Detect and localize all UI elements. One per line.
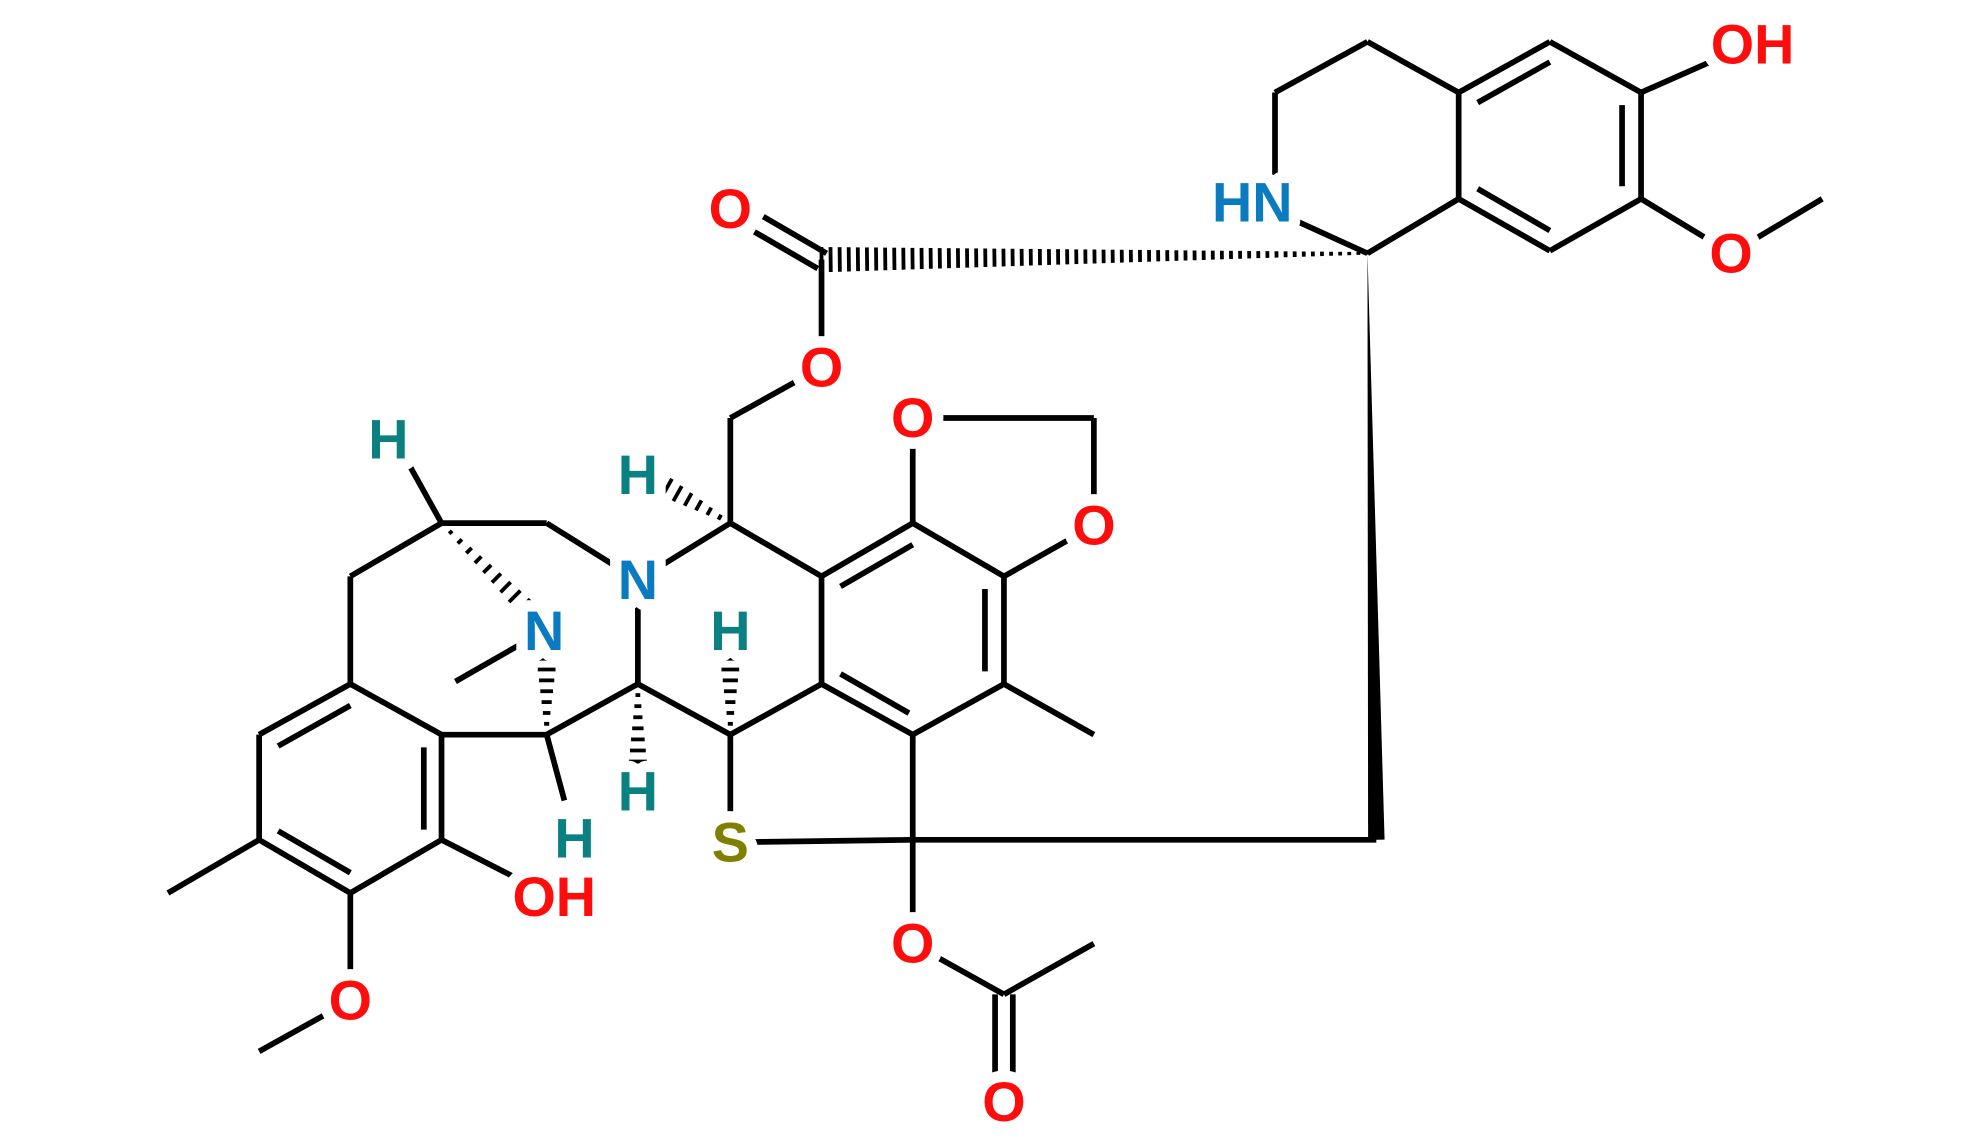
atom-o-methoxy: O xyxy=(1709,222,1752,284)
bond xyxy=(1457,39,1552,95)
bond xyxy=(257,998,352,1054)
atom-o-carbonyl: O xyxy=(709,178,752,240)
bond xyxy=(166,837,261,896)
hashed-bond-line xyxy=(694,499,704,512)
hashed-bond-line xyxy=(660,477,674,498)
bond xyxy=(728,520,823,579)
bond xyxy=(636,520,732,583)
atom-hydroxyl: OH xyxy=(512,866,596,928)
bond xyxy=(636,681,732,738)
bond xyxy=(1476,186,1552,233)
bond xyxy=(348,681,443,738)
atom-n: N xyxy=(618,549,658,611)
atom-o-dioxole: O xyxy=(1072,495,1115,557)
atom-o-ester: O xyxy=(800,336,843,398)
atom-o-methoxy: O xyxy=(329,970,372,1032)
atom-h: H xyxy=(618,761,658,823)
hashed-bond-line xyxy=(705,506,713,516)
atom-nh: HN xyxy=(1212,172,1292,234)
atom-o-dioxole: O xyxy=(891,387,934,449)
bond xyxy=(1729,196,1824,256)
bond xyxy=(1273,39,1369,95)
bond xyxy=(1457,196,1552,254)
bond xyxy=(348,837,443,896)
atom-o-acetate-carbonyl: O xyxy=(982,1071,1025,1133)
bond xyxy=(1548,196,1643,254)
bond xyxy=(728,364,823,421)
wedge-bond xyxy=(1367,253,1385,840)
bond xyxy=(911,520,1006,579)
bond xyxy=(1002,941,1096,997)
bond xyxy=(1476,59,1552,106)
hashed-bond-line xyxy=(728,521,733,526)
bond xyxy=(1548,39,1643,95)
bond xyxy=(276,703,352,749)
atom-sulfur: S xyxy=(712,811,749,873)
bond xyxy=(730,836,913,846)
bond xyxy=(1366,196,1461,256)
hashed-bond-line xyxy=(490,572,503,584)
bond xyxy=(761,214,829,256)
hashed-bond-line xyxy=(682,492,694,507)
bond xyxy=(752,229,820,271)
bond xyxy=(839,542,915,589)
hashed-bond-line xyxy=(671,485,684,503)
bond xyxy=(839,671,911,716)
bond xyxy=(257,681,352,738)
atom-h: H xyxy=(554,808,594,870)
bond xyxy=(543,733,568,802)
bond xyxy=(1002,681,1096,738)
bond xyxy=(911,941,1006,997)
bond xyxy=(820,520,915,579)
hashed-bond-line xyxy=(507,589,522,604)
atom-o-acetate: O xyxy=(891,913,934,975)
bond xyxy=(348,520,443,579)
atom-n-methyl: N xyxy=(524,600,564,662)
hashed-bond-line xyxy=(499,580,512,594)
atom-h: H xyxy=(618,444,658,506)
bond xyxy=(820,681,915,738)
bond xyxy=(407,464,445,525)
atom-h: H xyxy=(368,409,408,471)
hashed-bond-line xyxy=(439,520,444,526)
bond xyxy=(1366,39,1461,95)
bond xyxy=(1002,523,1096,579)
bonds xyxy=(166,39,1824,1102)
hashed-bond-line xyxy=(456,537,464,545)
hashed-bond-line xyxy=(473,555,483,565)
hashed-bond-line xyxy=(516,597,532,614)
bond xyxy=(276,828,352,876)
hashed-bond-line xyxy=(716,513,723,521)
atom-hydroxyl: OH xyxy=(1711,13,1795,75)
bond xyxy=(454,628,546,684)
atom-h: H xyxy=(710,600,750,662)
hashed-bond-line xyxy=(464,546,474,555)
bond xyxy=(1639,196,1733,256)
bond xyxy=(728,681,823,738)
bond xyxy=(257,837,352,896)
bond xyxy=(1639,41,1752,96)
bond xyxy=(545,520,640,583)
bond xyxy=(545,681,640,738)
bond xyxy=(1254,200,1369,256)
bond xyxy=(440,837,555,900)
hashed-bond-line xyxy=(482,563,493,575)
bond xyxy=(911,681,1006,738)
hashed-bond-line xyxy=(447,529,454,536)
